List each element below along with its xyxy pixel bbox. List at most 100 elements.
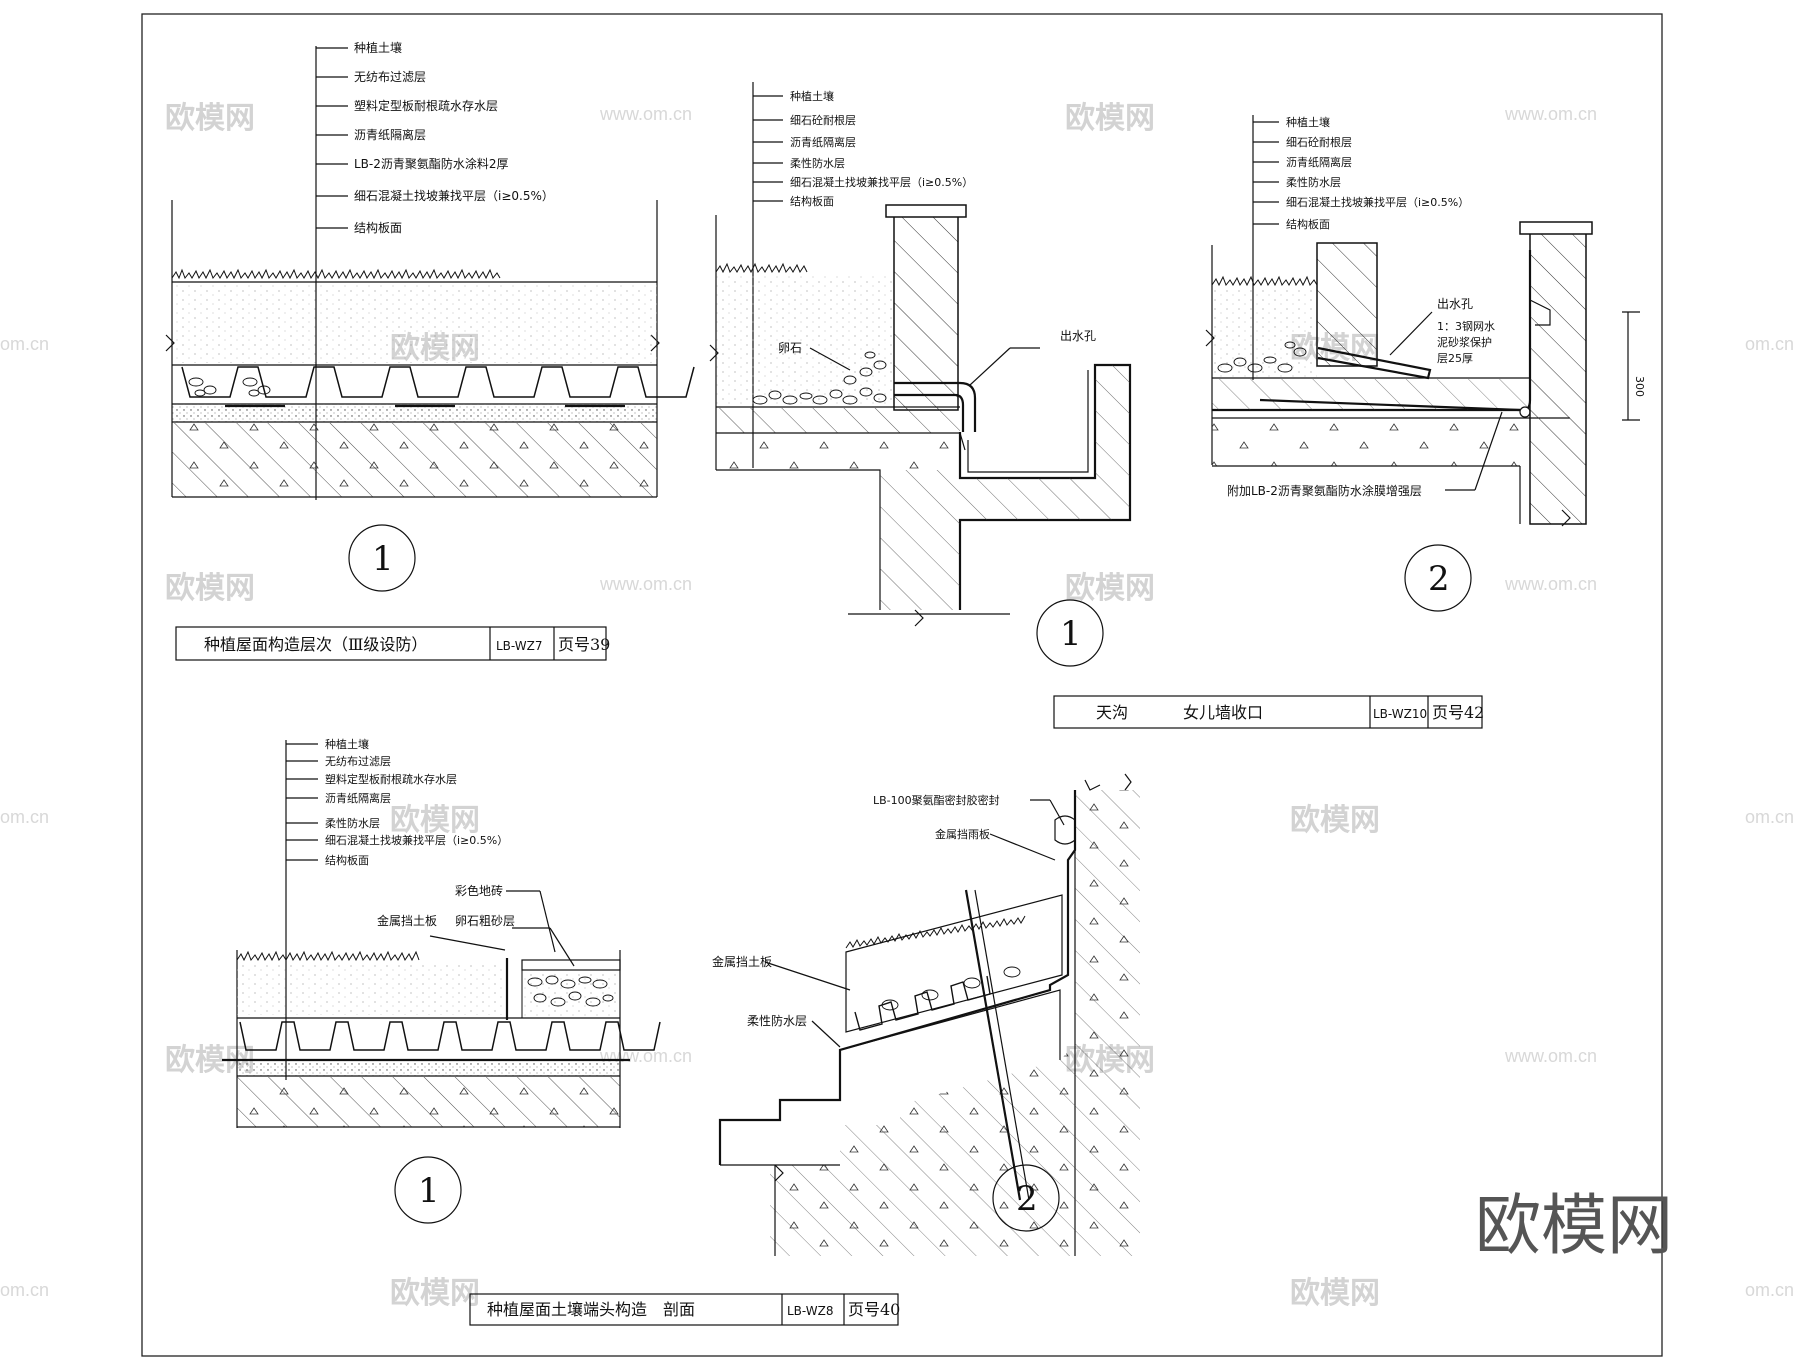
watermark-text: 欧模网 — [1290, 1276, 1380, 1311]
layer-label: 细石砼耐根层 — [790, 113, 856, 127]
pebbles — [527, 975, 614, 1007]
drawing-code: LB-WZ7 — [496, 639, 542, 653]
rain-label: 金属挡雨板 — [935, 827, 990, 841]
watermark-text: www.om.cn — [599, 574, 692, 594]
detail-mark-circle — [348, 524, 416, 592]
layer-label: 细石混凝土找坡兼找平层（i≥0.5%） — [325, 833, 508, 847]
drawing-code: LB-WZ10 — [1373, 707, 1427, 721]
drainage-board — [239, 1021, 661, 1051]
layer-label: 柔性防水层 — [1286, 175, 1341, 189]
watermark-text: 欧模网 — [165, 101, 255, 136]
drawing-code: LB-WZ8 — [787, 1304, 833, 1318]
layer-label: 结构板面 — [354, 220, 402, 235]
watermark-text: www.om.cn — [1504, 574, 1597, 594]
drawing-frame — [141, 13, 1663, 1357]
layer-label: 柔性防水层 — [325, 816, 380, 830]
page-number: 页号40 — [848, 1300, 900, 1319]
title-text: 种植屋面构造层次（Ⅲ级设防） — [204, 635, 427, 654]
detail-mark: 1 — [372, 539, 394, 579]
layer-label: 种植土壤 — [790, 89, 834, 103]
detail-mark: 1 — [1060, 614, 1082, 654]
outlet-pipe — [894, 381, 977, 432]
title-block: 天沟 女儿墙收口 LB-WZ10 页号42 — [1053, 695, 1484, 729]
detail-mark-circle — [1036, 599, 1104, 667]
brand-logo: 欧模网 — [1475, 1187, 1673, 1264]
watermark-text: om.cn — [1745, 1280, 1794, 1300]
page-number: 页号39 — [558, 635, 610, 654]
mortar-label: 层25厚 — [1437, 352, 1473, 365]
pebbles — [1217, 341, 1307, 373]
layer-label: 沥青纸隔离层 — [1286, 155, 1352, 169]
outlet-pipe — [1317, 346, 1432, 380]
watermark-text: 欧模网 — [390, 1276, 480, 1311]
title-block: 种植屋面构造层次（Ⅲ级设防） LB-WZ7 页号39 — [175, 626, 610, 661]
layer-label: 种植土壤 — [1286, 115, 1330, 129]
pebbles — [752, 351, 887, 405]
layer-label: 塑料定型板耐根疏水存水层 — [354, 98, 498, 113]
layer-label: 沥青纸隔离层 — [325, 791, 391, 805]
layer-label: 无纺布过滤层 — [325, 754, 391, 768]
layer-label: 细石混凝土找坡兼找平层（i≥0.5%） — [790, 175, 973, 189]
pebble-label: 卵石 — [778, 341, 802, 355]
detail-gutter-outlet: 种植土壤 细石砼耐根层 沥青纸隔离层 柔性防水层 细石混凝土找坡兼找平层（i≥0… — [709, 82, 1132, 667]
grass-line — [845, 915, 1026, 949]
layer-label: 细石砼耐根层 — [1286, 135, 1352, 149]
detail-mark-circle — [992, 1164, 1060, 1232]
detail-mark: 2 — [1428, 559, 1450, 599]
watermark-text: www.om.cn — [1504, 104, 1597, 124]
layer-label: 细石混凝土找坡兼找平层（i≥0.5%） — [354, 188, 554, 203]
plate-label: 金属挡土板 — [377, 913, 437, 928]
watermark-text: www.om.cn — [1504, 1046, 1597, 1066]
reinforce-label: 附加LB-2沥青聚氨酯防水涂膜增强层 — [1227, 483, 1422, 498]
title-text: 天沟 — [1096, 703, 1128, 722]
wp-label: 柔性防水层 — [747, 1013, 807, 1028]
grass-line — [715, 262, 808, 274]
layer-label: LB-2沥青聚氨酯防水涂料2厚 — [354, 156, 509, 171]
title-block: 种植屋面土壤端头构造 剖面 LB-WZ8 页号40 — [469, 1293, 900, 1326]
watermark-text: 欧模网 — [165, 571, 255, 606]
detail-mark-circle — [1404, 544, 1472, 612]
parapet-wall — [893, 209, 959, 411]
watermark-text: om.cn — [1745, 807, 1794, 827]
drainage-board — [181, 366, 695, 398]
mortar-label: 1：3钢网水 — [1437, 320, 1495, 333]
sand-label: 卵石粗砂层 — [455, 914, 515, 928]
watermark-text: om.cn — [1745, 334, 1794, 354]
detail-roof-layers: 种植土壤 无纺布过滤层 塑料定型板耐根疏水存水层 沥青纸隔离层 LB-2沥青聚氨… — [165, 40, 695, 661]
pebbles — [188, 377, 271, 397]
plate-label: 金属挡土板 — [712, 954, 772, 969]
watermark-text: om.cn — [0, 807, 49, 827]
watermark-text: www.om.cn — [599, 104, 692, 124]
detail-soil-edge-flat: 种植土壤 无纺布过滤层 塑料定型板耐根疏水存水层 沥青纸隔离层 柔性防水层 细石… — [222, 737, 661, 1224]
watermark-text: 欧模网 — [390, 803, 480, 838]
grass-line — [236, 950, 420, 962]
detail-soil-edge-slope: LB-100聚氨酯密封胶密封 金属挡雨板 金属挡土板 柔性防水层 2 — [712, 773, 1140, 1256]
outlet-label: 出水孔 — [1437, 297, 1473, 311]
watermark-text: 欧模网 — [1065, 101, 1155, 136]
leader-ticks — [316, 47, 348, 229]
outlet-label: 出水孔 — [1060, 329, 1096, 343]
layer-label: 无纺布过滤层 — [354, 70, 426, 84]
parapet-wall — [1529, 227, 1587, 525]
page-number: 页号42 — [1432, 703, 1484, 722]
dimension-label: 300 — [1633, 376, 1646, 397]
layer-label: 种植土壤 — [354, 40, 402, 55]
watermark-text: om.cn — [0, 1280, 49, 1300]
layer-label: 柔性防水层 — [790, 156, 845, 170]
layer-label: 结构板面 — [790, 194, 834, 208]
inner-wall — [1316, 242, 1378, 367]
grass-line — [171, 268, 501, 280]
layer-label: 细石混凝土找坡兼找平层（i≥0.5%） — [1286, 195, 1469, 209]
leader-ticks — [753, 95, 783, 202]
mortar-label: 泥砂浆保护 — [1437, 335, 1492, 349]
seal-label: LB-100聚氨酯密封胶密封 — [873, 793, 1000, 807]
layer-label: 种植土壤 — [325, 737, 369, 751]
leader-ticks — [286, 743, 318, 861]
title-text: 女儿墙收口 — [1183, 703, 1263, 722]
metal-plate — [964, 889, 1022, 1201]
watermark-text: 欧模网 — [1065, 571, 1155, 606]
layer-label: 结构板面 — [325, 853, 369, 867]
layer-label: 塑料定型板耐根疏水存水层 — [325, 772, 457, 786]
layer-label: 结构板面 — [1286, 217, 1330, 231]
detail-mark: 2 — [1016, 1179, 1038, 1219]
